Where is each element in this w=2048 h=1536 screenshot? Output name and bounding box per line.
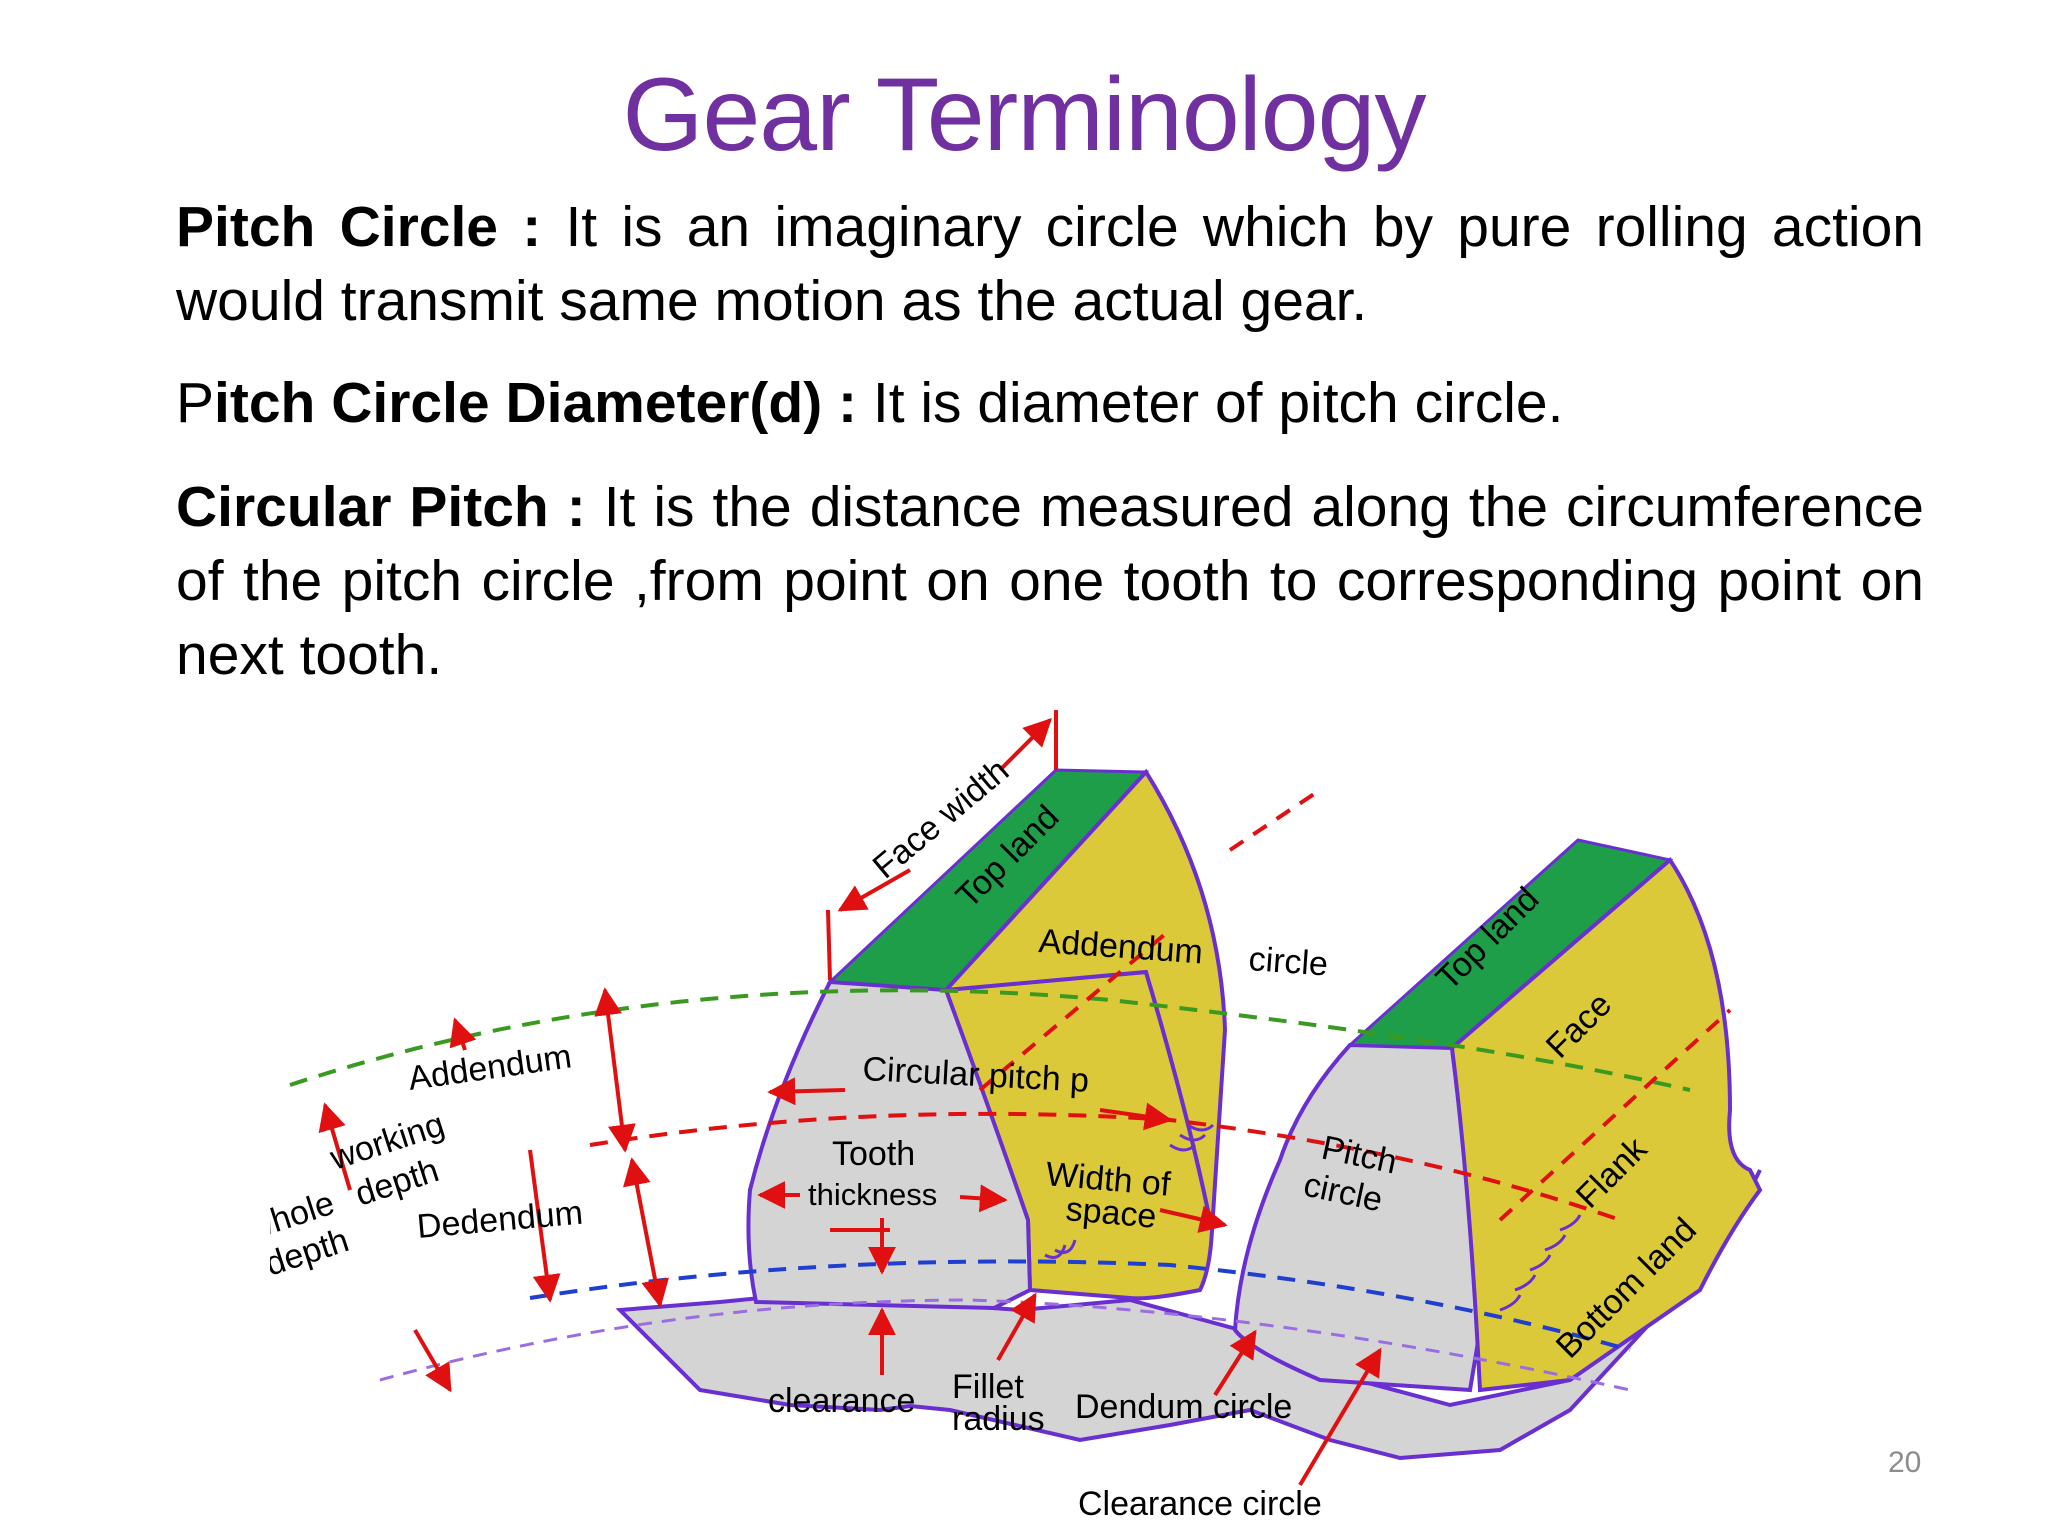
fillet-arrow [996, 1292, 1037, 1361]
label-clearance-circle: Clearance circle [1078, 1485, 1322, 1523]
red-guide-3 [1498, 1008, 1732, 1222]
face-width-arrow-right [998, 718, 1052, 772]
dendum-circle-arrow [1213, 1329, 1257, 1397]
whole-depth-arrow-up [318, 1102, 352, 1191]
whole-depth-arrow-down [413, 1328, 452, 1393]
clearance-circle-arrow [1298, 1347, 1382, 1487]
working-depth-arrow-down [528, 1149, 561, 1303]
label-width-of-space-b: space [1064, 1190, 1158, 1236]
definition-text: It is diameter of pitch circle. [857, 371, 1564, 435]
definition-circular-pitch: Circular Pitch : It is the distance meas… [176, 470, 1924, 692]
label-clearance: clearance [768, 1382, 915, 1420]
label-fillet-radius-b: radius [952, 1400, 1045, 1438]
definition-text: It is an imaginary circle which by pure … [176, 195, 1924, 333]
red-guide-1 [978, 928, 1172, 1092]
label-dendum-circle: Dendum circle [1075, 1388, 1292, 1426]
width-of-space-arrow [1159, 1205, 1228, 1233]
tooth-1-yellow-top [941, 768, 1228, 1231]
clearance-circle-line [379, 1298, 1631, 1392]
term: itch Circle Diameter(d) : [214, 371, 858, 435]
tooth-thickness-arrow-right [959, 1184, 1008, 1213]
working-depth-arrow-up [449, 1017, 477, 1051]
circular-pitch-arrow-right [1099, 1102, 1173, 1131]
face-width-tick-left [826, 909, 832, 981]
definition-pitch-circle: Pitch Circle : It is an imaginary circle… [176, 190, 1924, 338]
dedendum-circle-line [529, 1259, 1631, 1352]
label-tooth-thickness-a: Tooth [832, 1135, 915, 1173]
label-addendum-circle-b: circle [1247, 940, 1329, 983]
definition-text: It is the distance measured along the ci… [176, 475, 1925, 687]
gear-diagram: Face width Top land Top land Addendum ci… [270, 710, 1763, 1523]
label-tooth-thickness-b: thickness [808, 1177, 937, 1212]
red-guide-2 [1228, 788, 1322, 852]
circular-pitch-arrow-left [767, 1077, 846, 1106]
term: Circular Pitch : [176, 475, 586, 539]
page-number: 20 [1888, 1446, 1922, 1479]
face-width-arrow-left [837, 868, 911, 912]
term: Pitch Circle : [176, 195, 542, 259]
definition-pitch-circle-diameter: Pitch Circle Diameter(d) : It is diamete… [176, 366, 1924, 440]
addendum-circle-line [289, 988, 1691, 1092]
label-addendum: Addendum [406, 1037, 574, 1098]
dedendum-arrow [623, 1157, 669, 1308]
label-fillet-radius-a: Fillet [952, 1368, 1024, 1406]
term-prefix: P [176, 371, 215, 435]
addendum-arrow [594, 987, 636, 1153]
page-title: Gear Terminology [622, 57, 1427, 173]
fillet-hatch [1044, 1123, 1582, 1312]
label-dedendum: Dedendum [415, 1194, 584, 1246]
